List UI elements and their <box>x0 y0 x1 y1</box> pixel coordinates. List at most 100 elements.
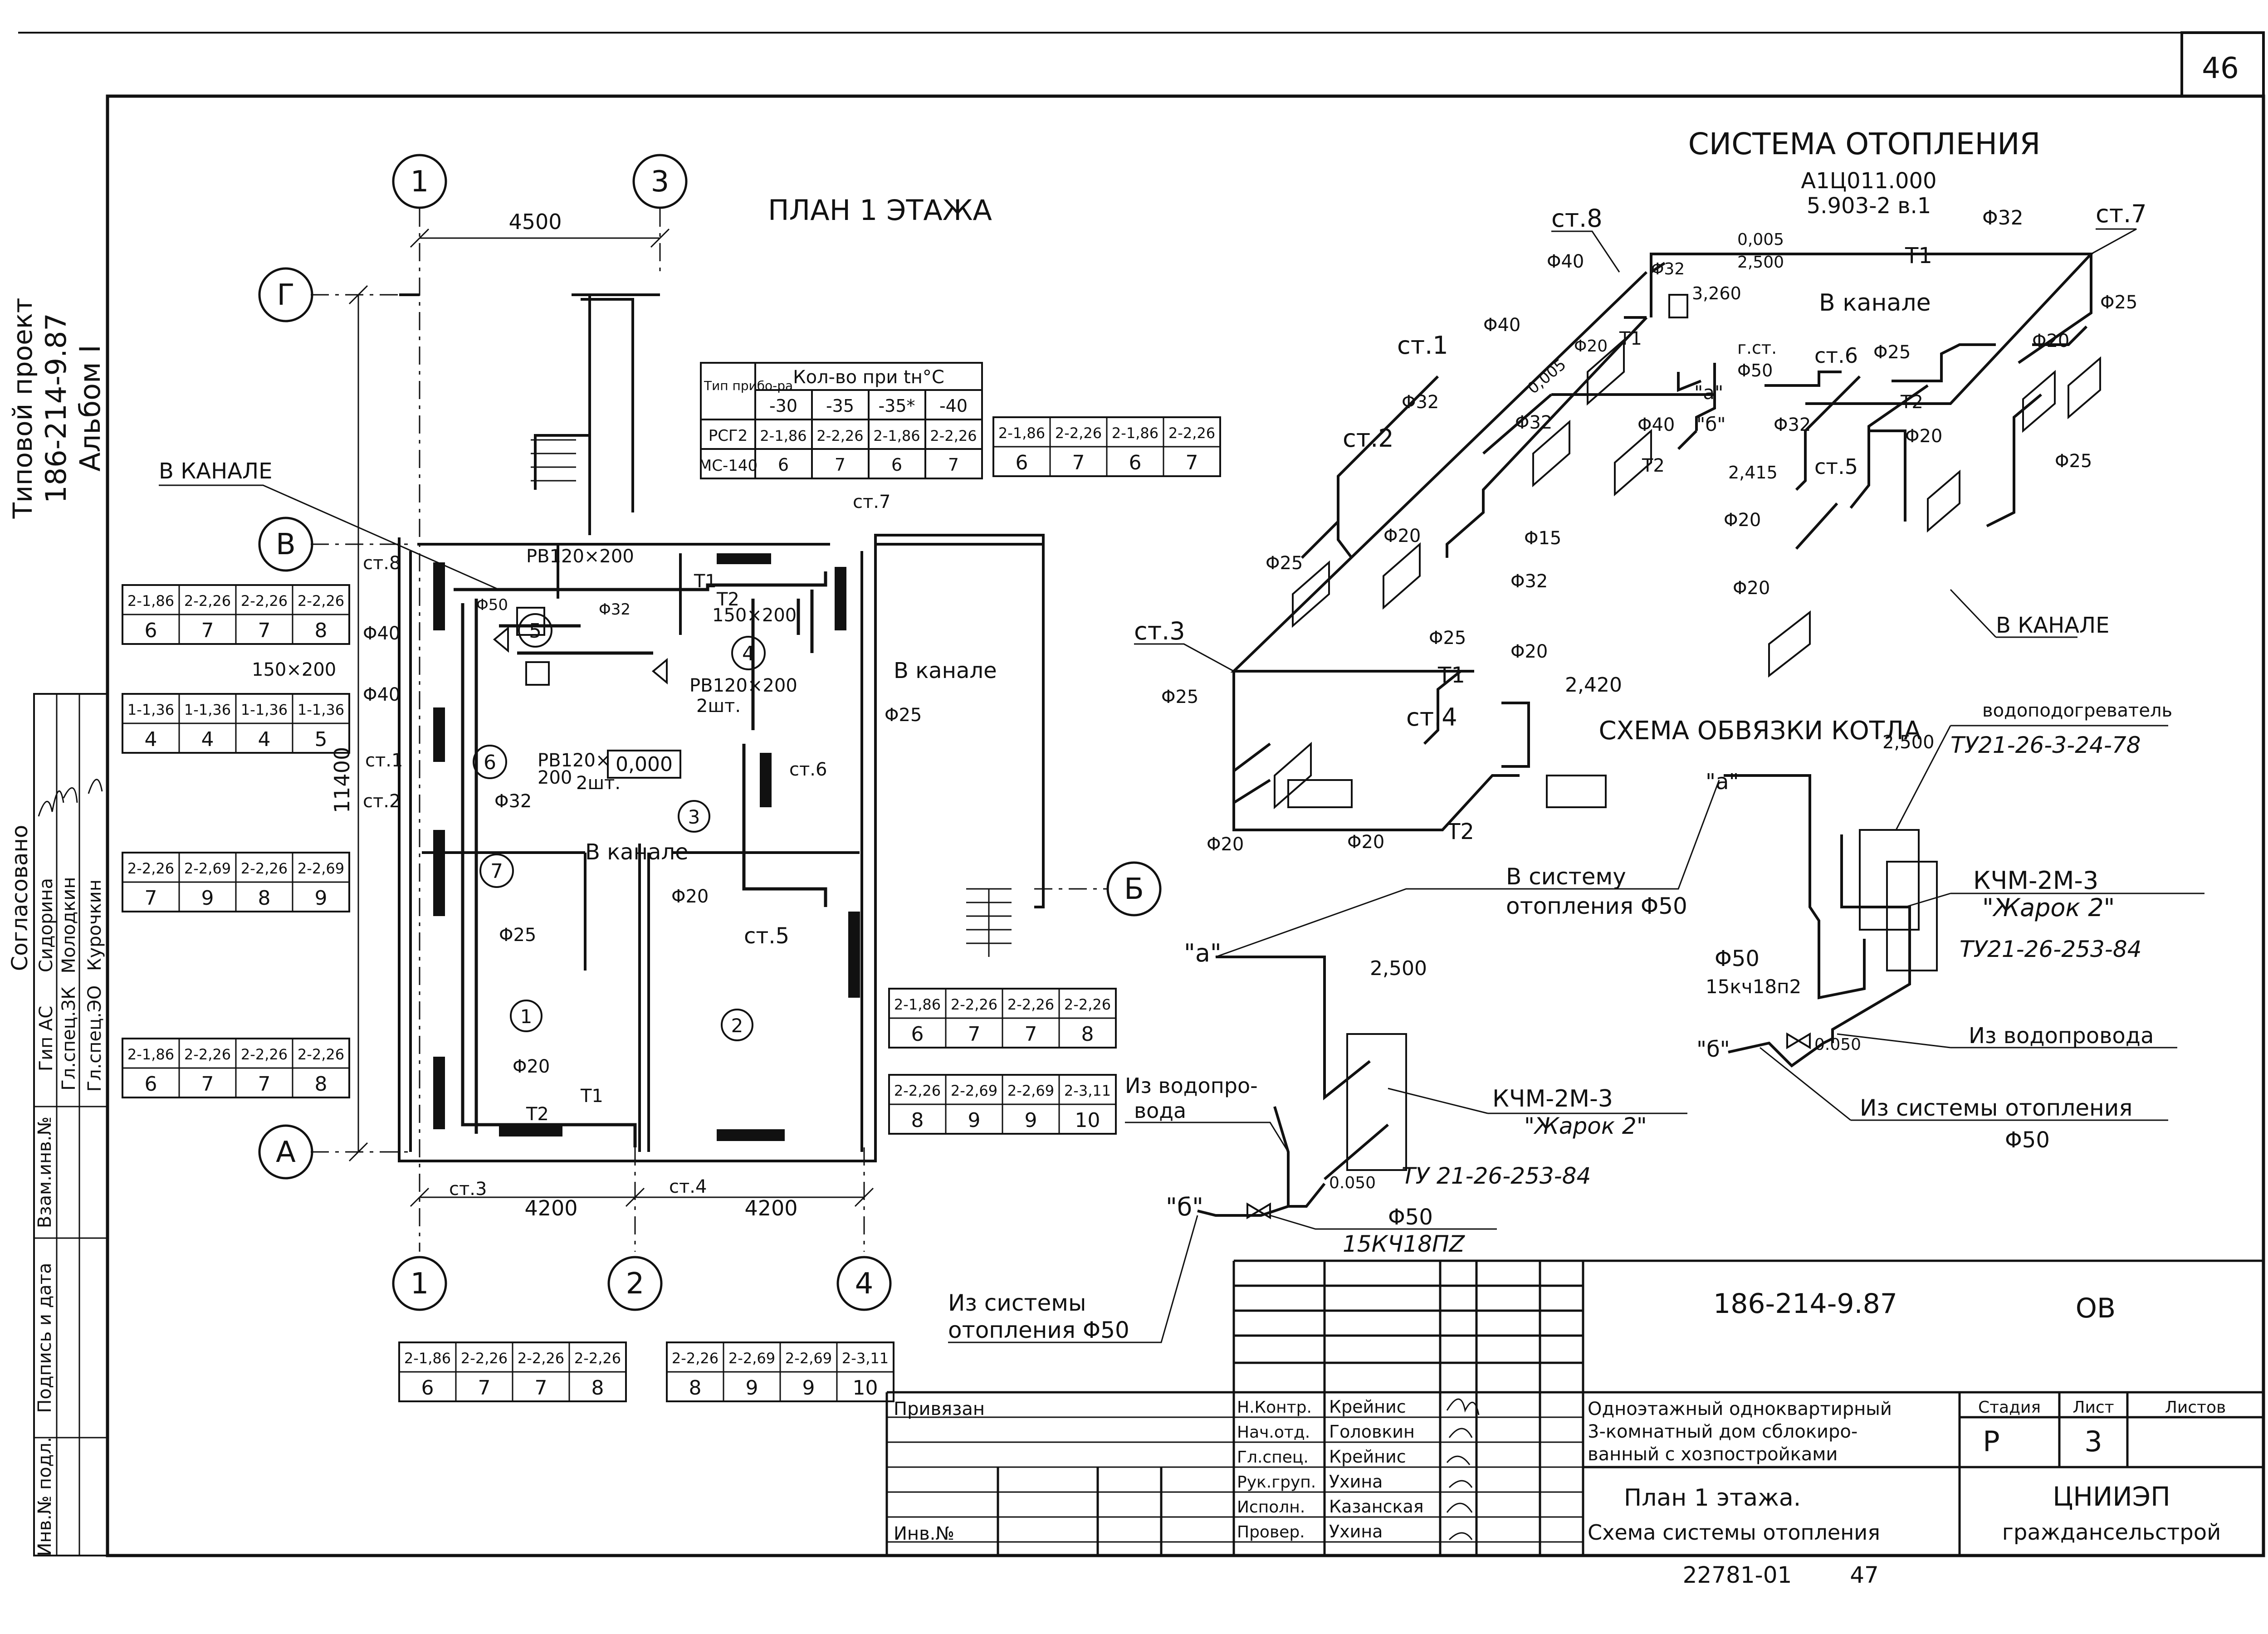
axis-label-v: В <box>276 528 296 561</box>
iso-st2: ст.2 <box>1343 424 1394 453</box>
label-to-system-1: В систему <box>1506 863 1626 890</box>
legend-cell-count: 7 <box>1072 451 1085 474</box>
tb-desc-2: 3-комнатный дом сблокиро- <box>1588 1421 1857 1442</box>
agreement-stamp: Согласовано Гип АС Гл.спец.ЗК Гл.спец.ЭО… <box>7 779 105 1556</box>
label-from-water-left-1: Из водопро- <box>1125 1073 1258 1098</box>
dim-4500: 4500 <box>508 210 562 234</box>
room-3: 3 <box>688 806 700 828</box>
tb-org-1: ЦНИИЭП <box>2053 1481 2170 1512</box>
iso-d40-b: Φ40 <box>1483 315 1520 336</box>
valve-left <box>1246 1202 1271 1219</box>
axis-bubble-3 <box>632 154 688 209</box>
stamp-original-inv: Инв.№ подл. <box>34 1437 55 1556</box>
tb-section: ОВ <box>2076 1293 2116 1324</box>
iso-d40-c: Φ40 <box>1637 415 1675 435</box>
label-in-channel-3: В канале <box>585 839 689 865</box>
legend-cell-radiator: 2-2,26 <box>184 592 231 610</box>
label-from-system-left-2: отопления Φ50 <box>948 1317 1129 1343</box>
label-st3: ст.3 <box>449 1179 487 1200</box>
legend-cell-count: 7 <box>1025 1023 1037 1046</box>
label-from-system-right: Из системы отопления <box>1860 1095 2132 1121</box>
room-7: 7 <box>490 860 503 883</box>
axis-bubble-1-top <box>392 154 447 209</box>
title-block-grid <box>885 1259 2263 1556</box>
label-d32-b: Φ32 <box>494 791 532 812</box>
legend-cell-count: 8 <box>315 1073 327 1096</box>
legend-cell-radiator: 2-1,86 <box>894 996 941 1013</box>
iso-elev-2420: 2,420 <box>1565 673 1622 697</box>
tb-desc-3: ванный с хозпостройками <box>1588 1444 1838 1465</box>
legend-cell-radiator: 1-1,36 <box>298 701 344 718</box>
boiler-unit-right <box>1886 861 1938 971</box>
label-boiler-left-name: "Жарок 2" <box>1524 1113 1647 1139</box>
label-point-a-right: "а" <box>1706 769 1739 795</box>
legend-cell-count: 5 <box>315 728 327 751</box>
label-d20-a: Φ20 <box>671 886 709 907</box>
tb-project-code: 186-214-9.87 <box>1713 1288 1897 1320</box>
legend-cell-radiator: 2-2,26 <box>1168 424 1215 442</box>
legend-cell-count: 7 <box>145 887 157 910</box>
legend-cell-radiator: 2-2,69 <box>298 860 344 877</box>
legend-cell-count: 7 <box>258 619 271 642</box>
iso-d32-c: Φ32 <box>1402 392 1439 413</box>
iso-d20-c: Φ20 <box>1905 426 1942 447</box>
axis-label-3: 3 <box>651 165 670 199</box>
legend-cell-count: 10 <box>1075 1109 1100 1132</box>
device-table-row2-c3: 6 <box>891 455 902 475</box>
agreed-role-2: Гл.спец.ЗК <box>59 986 79 1090</box>
agreed-name-3: Курочкин <box>84 879 105 971</box>
legend-cell-radiator: 2-2,26 <box>184 1046 231 1063</box>
room-2: 2 <box>731 1015 743 1037</box>
iso-point-a: "а" <box>1694 381 1723 404</box>
label-from-water-right: Из водопровода <box>1969 1023 2154 1049</box>
label-elev-2500-right: 2,500 <box>1882 732 1935 753</box>
legend-cell-radiator: 2-1,86 <box>1112 424 1158 442</box>
label-valve-left-d: Φ50 <box>1388 1205 1433 1230</box>
device-table-header-type: Тип прибо-ра <box>704 378 793 393</box>
device-table-row1-c4: 2-2,26 <box>930 427 977 444</box>
device-table-temp-4: -40 <box>939 396 968 416</box>
tb-name-4: Ухина <box>1329 1472 1383 1492</box>
legend-cell-count: 9 <box>315 887 327 910</box>
iso-elev-0005-a: 0,005 <box>1737 230 1784 249</box>
legend-cell-count: 7 <box>968 1023 981 1046</box>
device-table: Тип прибо-ра Кол-во при tн°С -30 -35 -35… <box>699 362 983 479</box>
water-heater <box>1859 829 1920 931</box>
label-in-channel-1: В КАНАЛЕ <box>159 458 272 484</box>
legend-cell-radiator: 2-2,26 <box>298 592 344 610</box>
tb-role-3: Гл.спец. <box>1237 1448 1309 1467</box>
label-from-system-left-1: Из системы <box>948 1290 1086 1316</box>
tb-org-2: граждансельстрой <box>2002 1520 2221 1545</box>
axis-label-a: А <box>276 1136 296 1169</box>
tb-role-5: Исполн. <box>1237 1498 1305 1517</box>
label-st8: ст.8 <box>363 553 401 574</box>
device-table-row1-c1: 2-1,86 <box>760 427 807 444</box>
legend-cell-count: 7 <box>535 1376 547 1400</box>
tb-bottom-page: 47 <box>1850 1562 1879 1588</box>
legend-cell-radiator: 2-2,26 <box>894 1082 941 1099</box>
iso-d40-a: Φ40 <box>1547 251 1584 272</box>
axis-label-4: 4 <box>855 1267 874 1301</box>
legend-cell-radiator: 2-2,69 <box>785 1350 832 1367</box>
iso-d25-d: Φ25 <box>1266 553 1303 574</box>
device-table-temp-1: -30 <box>769 396 797 416</box>
tb-name-5: Казанская <box>1329 1497 1424 1517</box>
album-stamp: Типовой проект 186-214-9.87 Альбом I <box>7 298 107 519</box>
device-table-row1-c3: 2-1,86 <box>873 427 920 444</box>
device-table-row1-c2: 2-2,26 <box>816 427 863 444</box>
label-d32-a: Φ32 <box>599 600 631 619</box>
label-st4: ст.4 <box>669 1176 707 1197</box>
heating-ref-1: А1Ц011.000 <box>1801 168 1936 194</box>
legend-cell-count: 7 <box>201 1073 214 1096</box>
label-boiler-left: КЧМ-2М-3 <box>1492 1085 1613 1112</box>
label-rb-3-qty: 2шт. <box>576 773 621 794</box>
tb-header-sheets: Листов <box>2165 1398 2226 1417</box>
heating-radiators <box>1274 294 2101 810</box>
iso-d32-b: Φ32 <box>1982 206 2024 229</box>
label-duct-1: 150×200 <box>712 605 797 626</box>
label-valve-right-type: 15кч18п2 <box>1706 976 1801 998</box>
legend-cell-count: 9 <box>746 1376 758 1400</box>
device-table-row2-c1: 6 <box>778 455 789 475</box>
